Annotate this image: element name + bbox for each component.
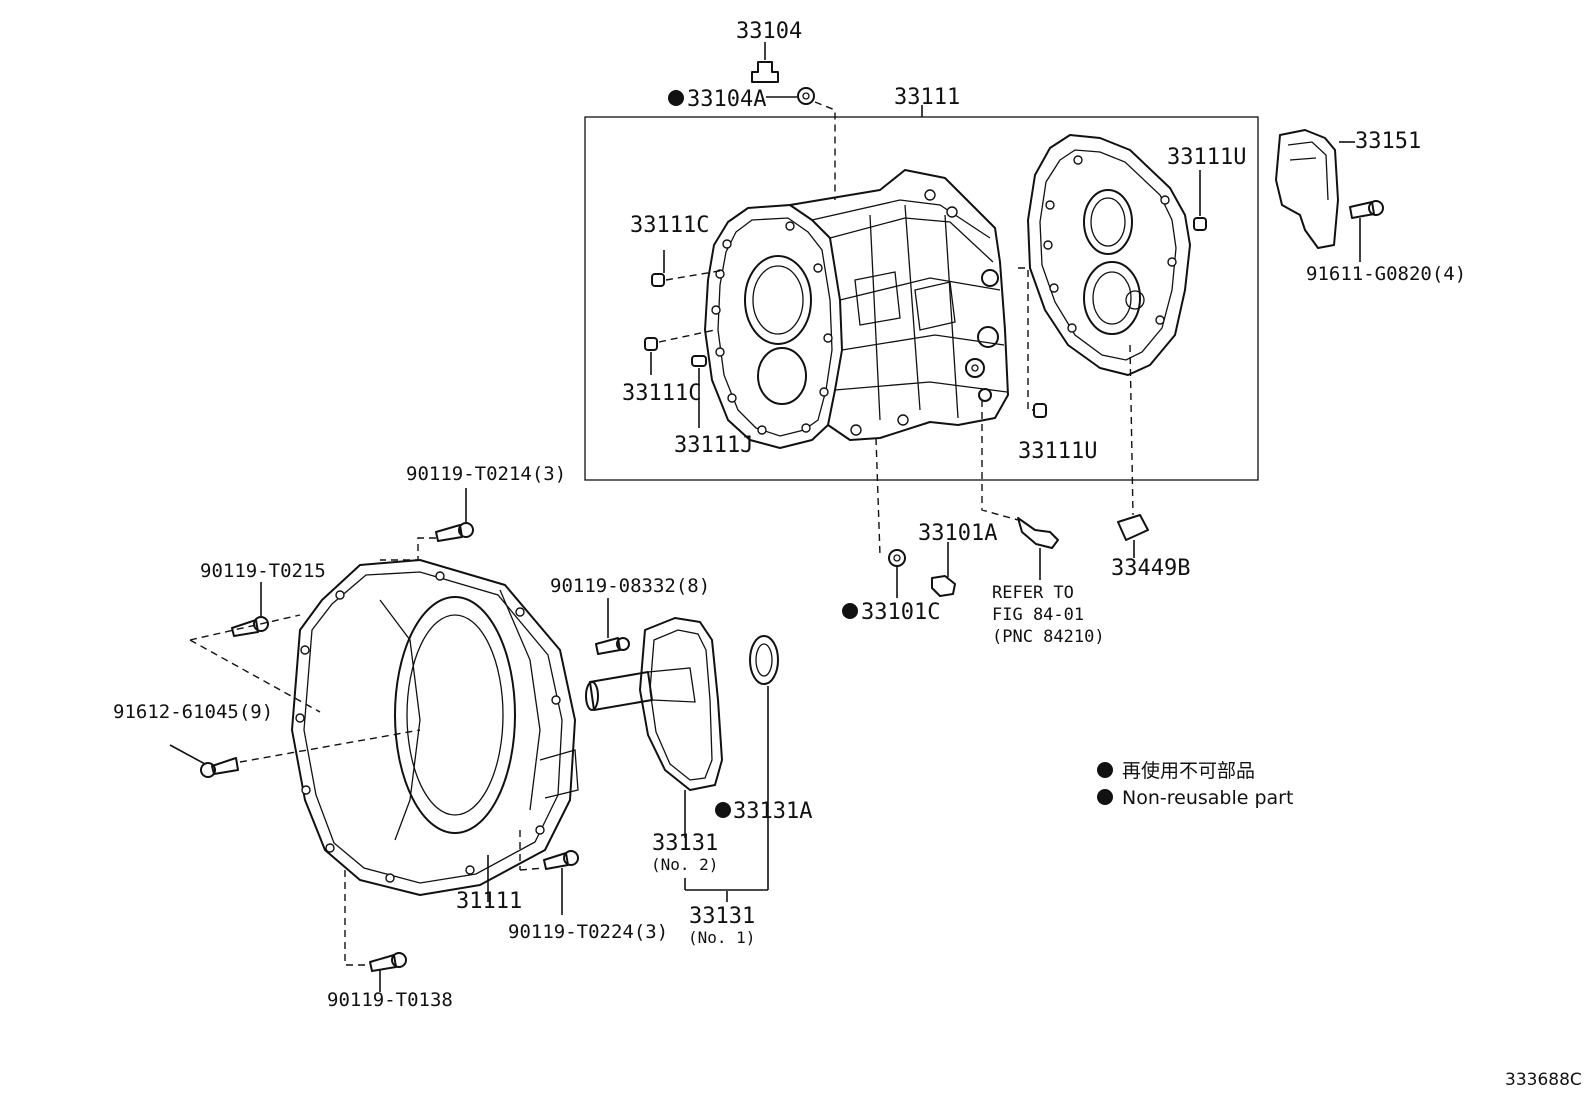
legend-dot-jp: [1097, 762, 1113, 778]
non-reusable-marker-33101C: [842, 603, 858, 619]
label-refer-line1: REFER TO: [992, 583, 1074, 603]
clip-33449B[interactable]: [1117, 344, 1149, 558]
bolt-90119-T0214[interactable]: [380, 488, 474, 561]
gasket-33104A[interactable]: [766, 87, 836, 200]
adapter-plate[interactable]: [1027, 134, 1191, 376]
label-33111C-bottom: 33111C: [622, 381, 701, 406]
legend-dot-en: [1097, 789, 1113, 805]
label-refer-line2: FIG 84-01: [992, 605, 1084, 625]
bolt-90119-T0224[interactable]: [519, 830, 579, 915]
plug-33104[interactable]: [751, 42, 779, 83]
cover-33151[interactable]: [1275, 129, 1355, 249]
pin-33111C-top[interactable]: [651, 250, 726, 287]
label-33131-no2: 33131: [652, 831, 718, 856]
pin-33111U-top[interactable]: [1193, 170, 1207, 231]
bolt-90119-T0138[interactable]: [344, 870, 407, 992]
bolt-91611-G0820[interactable]: [1349, 200, 1384, 262]
label-33101C: 33101C: [861, 600, 940, 625]
label-33104: 33104: [736, 19, 802, 44]
label-33131-no1-sub: (No. 1): [688, 928, 755, 947]
gasket-33101C[interactable]: [875, 437, 906, 598]
label-90119-08332: 90119-08332(8): [550, 575, 710, 597]
sensor-refer-84210[interactable]: [981, 400, 1059, 580]
label-33151: 33151: [1355, 129, 1421, 154]
case-assembly-frame: [584, 105, 1259, 481]
plug-33101A[interactable]: [931, 542, 956, 597]
non-reusable-marker-33131A: [715, 802, 731, 818]
pin-33111C-bottom[interactable]: [644, 329, 716, 375]
bolt-90119-T0215[interactable]: [189, 582, 321, 713]
label-90119-T0224: 90119-T0224(3): [508, 921, 668, 943]
label-33131-no1: 33131: [689, 904, 755, 929]
label-33111C-top: 33111C: [630, 213, 709, 238]
label-33104A: 33104A: [687, 87, 766, 112]
legend-text-jp: 再使用不可部品: [1122, 760, 1255, 782]
oil-seal-33131A[interactable]: [726, 635, 779, 902]
label-33449B: 33449B: [1111, 556, 1190, 581]
non-reusable-marker-33104A: [668, 90, 684, 106]
label-90119-T0214: 90119-T0214(3): [406, 463, 566, 485]
label-33111J: 33111J: [674, 433, 753, 458]
clutch-housing-31111[interactable]: [291, 559, 579, 902]
label-90119-T0215: 90119-T0215: [200, 560, 326, 582]
bolt-91612-61045[interactable]: [169, 729, 421, 778]
legend-text-en: Non-reusable part: [1122, 787, 1293, 809]
retainer-33131-no2[interactable]: [585, 617, 768, 891]
label-33131-no2-sub: (No. 2): [651, 855, 718, 874]
label-refer-line3: (PNC 84210): [992, 627, 1105, 647]
label-90119-T0138: 90119-T0138: [327, 989, 453, 1011]
pin-33111U-bottom[interactable]: [1018, 267, 1047, 418]
label-91612-61045: 91612-61045(9): [113, 701, 273, 723]
label-33111U-bottom: 33111U: [1018, 439, 1097, 464]
bolt-90119-08332[interactable]: [595, 598, 630, 655]
label-91611-G0820: 91611-G0820(4): [1306, 263, 1466, 285]
label-33101A: 33101A: [918, 521, 997, 546]
label-33111U-top: 33111U: [1167, 145, 1246, 170]
figure-code: 333688C: [1505, 1070, 1582, 1090]
pin-33111J[interactable]: [691, 355, 707, 428]
label-31111: 31111: [456, 889, 522, 914]
transmission-case-33111[interactable]: [704, 169, 1009, 449]
label-33131A: 33131A: [733, 799, 812, 824]
legend: 再使用不可部品 Non-reusable part: [1097, 760, 1293, 809]
label-33111: 33111: [894, 85, 960, 110]
